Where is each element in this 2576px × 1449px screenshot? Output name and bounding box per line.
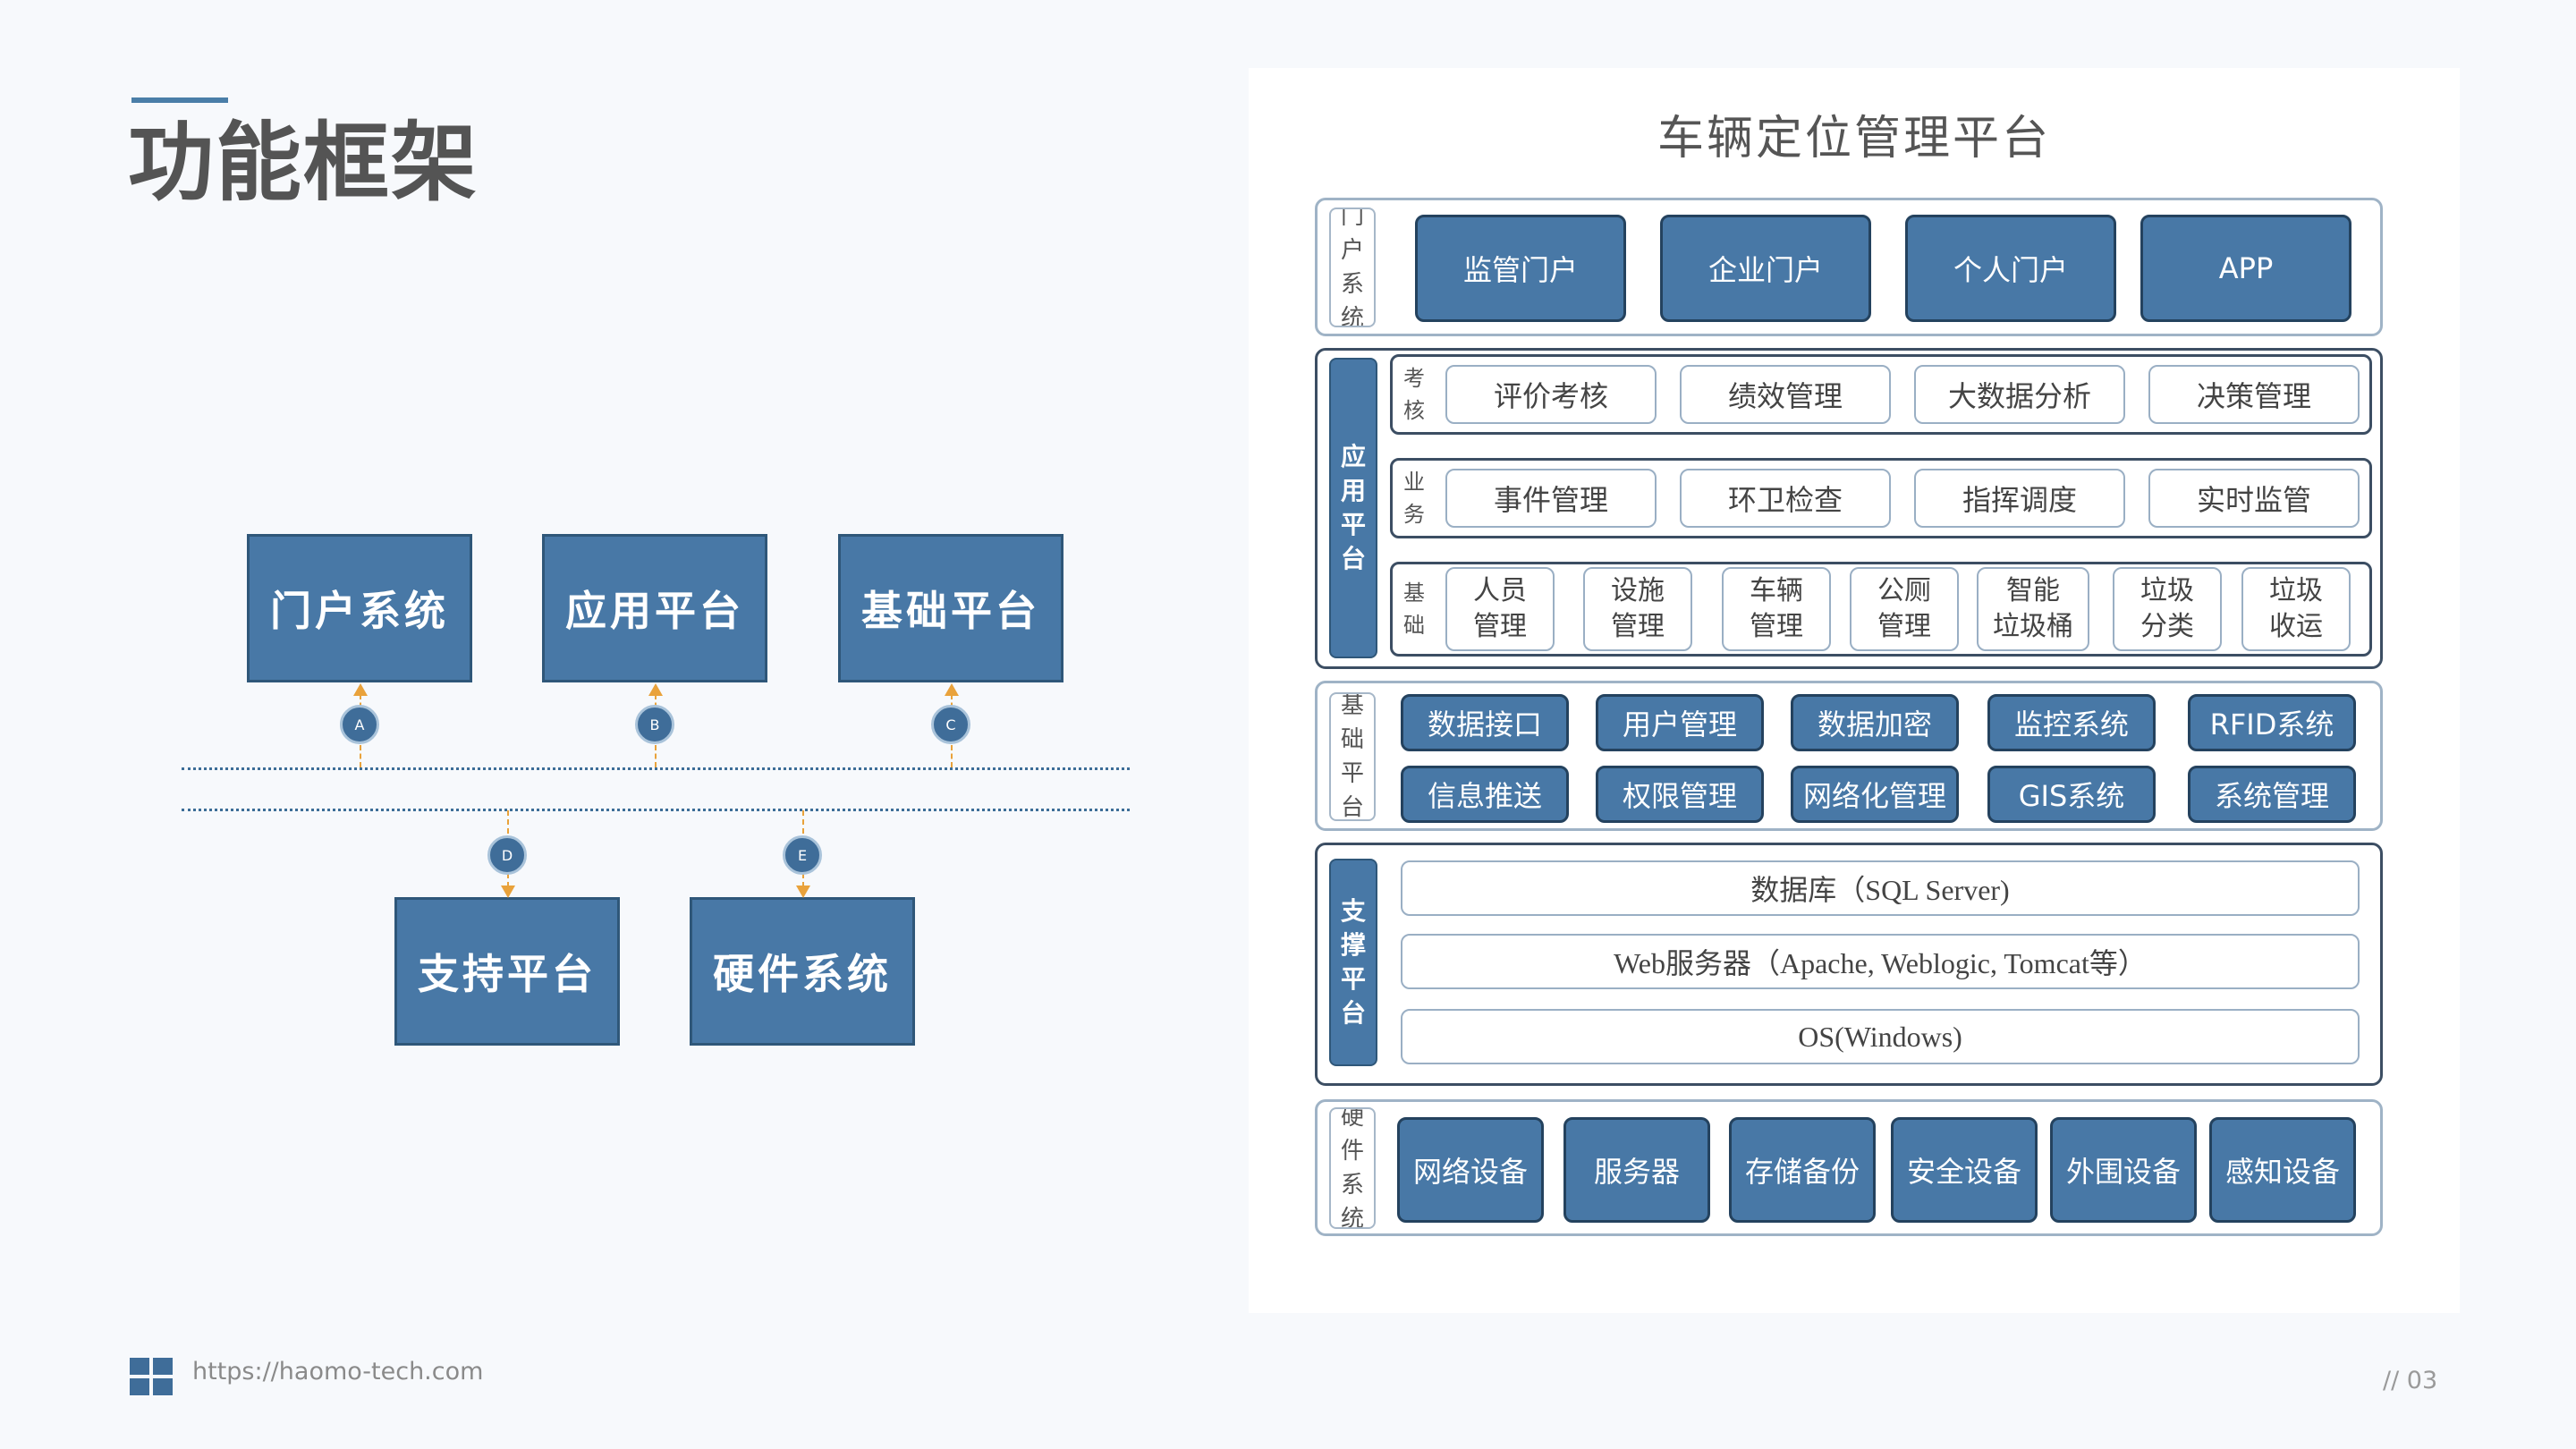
layer-label-base-platform: 基础平台 xyxy=(1329,692,1376,821)
basic-item: 公厕管理 xyxy=(1850,567,1959,651)
arrow-down-icon xyxy=(501,886,515,898)
portal-item: 企业门户 xyxy=(1660,215,1871,322)
badge-c: C xyxy=(931,705,970,744)
assessment-item: 评价考核 xyxy=(1445,365,1657,424)
basic-item: 人员管理 xyxy=(1445,567,1555,651)
flow-box-app-platform: 应用平台 xyxy=(542,534,767,682)
assessment-item: 大数据分析 xyxy=(1914,365,2125,424)
badge-d: D xyxy=(487,835,527,875)
support-bar-os: OS(Windows) xyxy=(1401,1009,2360,1064)
sublayer-label-basic: 基础 xyxy=(1403,580,1425,638)
business-item: 指挥调度 xyxy=(1914,469,2125,528)
business-item: 事件管理 xyxy=(1445,469,1657,528)
basic-item: 垃圾分类 xyxy=(2113,567,2222,651)
arrow-up-icon xyxy=(648,683,663,696)
layer-label-portal: 门户系统 xyxy=(1329,208,1376,327)
base-platform-item: 系统管理 xyxy=(2188,766,2356,823)
portal-item: 个人门户 xyxy=(1905,215,2116,322)
bus-line-lower xyxy=(182,809,1130,811)
basic-item: 车辆管理 xyxy=(1722,567,1831,651)
hardware-item: 安全设备 xyxy=(1891,1117,2038,1223)
flow-box-base-platform: 基础平台 xyxy=(838,534,1063,682)
arrow-up-icon xyxy=(945,683,959,696)
footer-url-link[interactable]: https://haomo-tech.com xyxy=(192,1358,484,1385)
arrow-up-icon xyxy=(353,683,368,696)
base-platform-item: 信息推送 xyxy=(1401,766,1569,823)
architecture-title: 车辆定位管理平台 xyxy=(1657,112,2051,165)
base-platform-item: 监控系统 xyxy=(1987,694,2156,751)
portal-item: APP xyxy=(2140,215,2351,322)
base-platform-item: 用户管理 xyxy=(1596,694,1764,751)
badge-e: E xyxy=(783,835,822,875)
sublayer-label-assessment: 考核 xyxy=(1403,366,1425,423)
flow-box-hardware: 硬件系统 xyxy=(690,897,915,1046)
base-platform-item: RFID系统 xyxy=(2188,694,2356,751)
hardware-item: 外围设备 xyxy=(2050,1117,2197,1223)
bus-line-upper xyxy=(182,767,1130,770)
arrow-down-icon xyxy=(796,886,810,898)
support-bar-database: 数据库（SQL Server) xyxy=(1401,860,2360,916)
basic-item: 垃圾收运 xyxy=(2241,567,2351,651)
page-number: // 03 xyxy=(2383,1367,2438,1394)
base-platform-item: 数据加密 xyxy=(1791,694,1959,751)
portal-item: 监管门户 xyxy=(1415,215,1626,322)
page-title: 功能框架 xyxy=(128,113,479,213)
hardware-item: 服务器 xyxy=(1563,1117,1710,1223)
base-platform-item: GIS系统 xyxy=(1987,766,2156,823)
basic-item: 智能垃圾桶 xyxy=(1977,567,2089,651)
business-item: 实时监管 xyxy=(2148,469,2360,528)
layer-label-support-platform: 支撑平台 xyxy=(1329,859,1377,1066)
flow-box-support-platform: 支持平台 xyxy=(394,897,620,1046)
title-accent-bar xyxy=(131,97,228,103)
hardware-item: 存储备份 xyxy=(1729,1117,1876,1223)
hardware-item: 感知设备 xyxy=(2209,1117,2356,1223)
assessment-item: 绩效管理 xyxy=(1680,365,1891,424)
base-platform-item: 数据接口 xyxy=(1401,694,1569,751)
assessment-item: 决策管理 xyxy=(2148,365,2360,424)
base-platform-item: 网络化管理 xyxy=(1791,766,1959,823)
badge-a: A xyxy=(340,705,379,744)
flow-box-portal: 门户系统 xyxy=(247,534,472,682)
basic-item: 设施管理 xyxy=(1583,567,1692,651)
base-platform-item: 权限管理 xyxy=(1596,766,1764,823)
sublayer-label-business: 业务 xyxy=(1403,470,1425,527)
support-bar-web-server: Web服务器（Apache, Weblogic, Tomcat等） xyxy=(1401,934,2360,989)
hardware-item: 网络设备 xyxy=(1397,1117,1544,1223)
layer-label-app-platform: 应用平台 xyxy=(1329,358,1377,658)
business-item: 环卫检查 xyxy=(1680,469,1891,528)
badge-b: B xyxy=(635,705,674,744)
layer-label-hardware: 硬件系统 xyxy=(1329,1107,1376,1229)
